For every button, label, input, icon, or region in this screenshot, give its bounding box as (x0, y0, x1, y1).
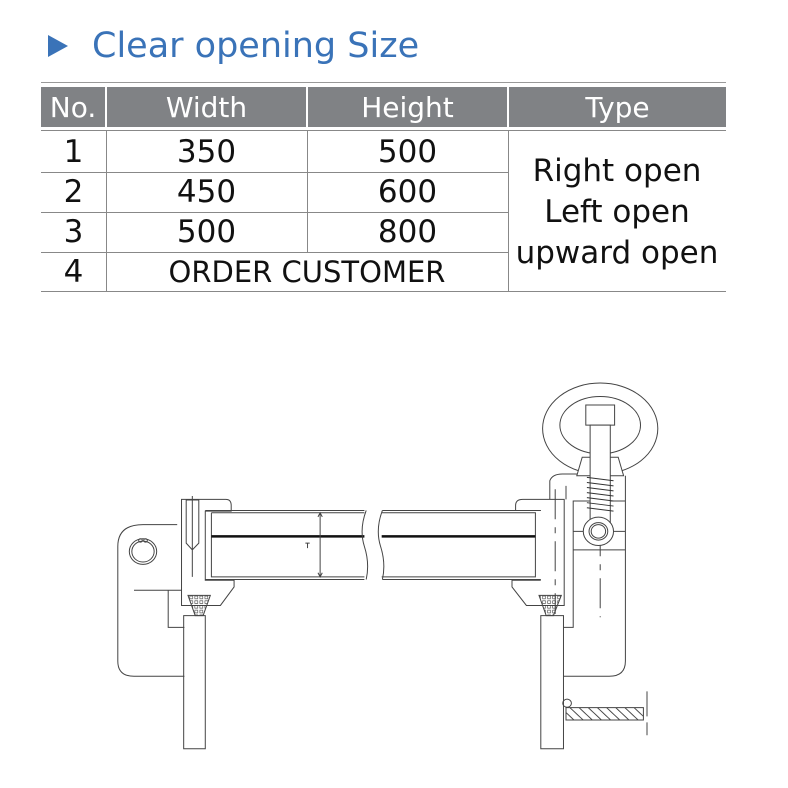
section-heading: Clear opening Size (48, 26, 419, 66)
col-rule (106, 130, 107, 291)
thickness-dimension (298, 510, 326, 579)
left-pin (186, 496, 199, 577)
row-4-order-customer: ORDER CUSTOMER (168, 254, 446, 289)
row-1-height: 500 (377, 134, 438, 170)
header-type: Type (509, 87, 726, 127)
row-1-no: 1 (63, 134, 84, 170)
row-3-height: 800 (377, 214, 438, 250)
col-rule (508, 130, 509, 291)
spring (587, 477, 614, 511)
type-left-open: Left open (544, 193, 690, 230)
type-cell: Right open Left open upward open (508, 132, 726, 292)
row-1-width: 350 (176, 134, 237, 170)
left-frame-post (184, 616, 206, 749)
header-rule (41, 130, 726, 131)
right-frame-post (541, 616, 564, 749)
header-width: Width (107, 87, 306, 127)
play-triangle-icon (48, 35, 68, 57)
break-line (362, 510, 384, 579)
row-3-no: 3 (63, 214, 84, 250)
table-top-rule (41, 82, 726, 83)
row-3-width: 500 (176, 214, 237, 250)
floor-section (566, 708, 643, 720)
header-no: No. (41, 87, 105, 127)
hinge-pin-circle (129, 539, 156, 565)
row-rule (41, 212, 508, 213)
row-rule (41, 172, 508, 173)
type-upward-open: upward open (515, 234, 719, 271)
left-frame-block (182, 499, 235, 605)
row-2-height: 600 (377, 174, 438, 210)
right-frame-block (512, 499, 564, 605)
row-2-width: 450 (176, 174, 237, 210)
row-rule (41, 252, 508, 253)
heading-text: Clear opening Size (92, 26, 420, 66)
row-4-no: 4 (63, 253, 84, 290)
clamp-pivot (583, 517, 613, 545)
header-height: Height (308, 87, 507, 127)
type-right-open: Right open (532, 152, 702, 189)
table-bottom-rule (41, 291, 726, 292)
row-2-no: 2 (63, 174, 84, 210)
col-rule (307, 130, 308, 252)
left-hinge-housing (118, 525, 185, 677)
hatch-panel (205, 510, 541, 579)
